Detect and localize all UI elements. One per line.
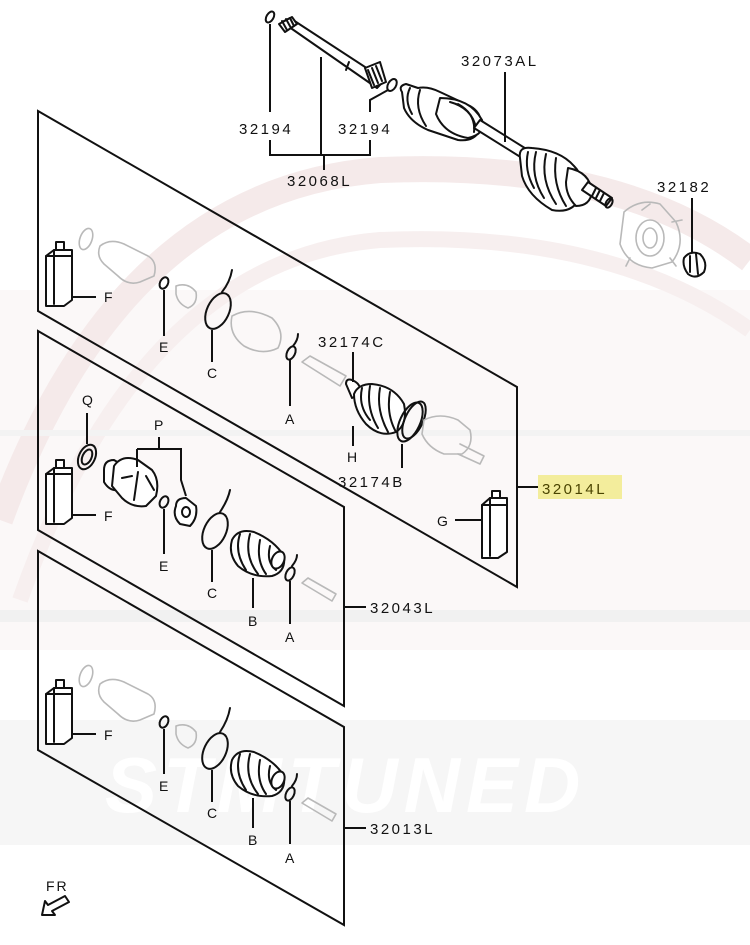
clip-e-panel-3[interactable] [158, 715, 170, 729]
band-c-panel-2[interactable] [197, 489, 233, 553]
label-f-panel-3: F [104, 727, 113, 743]
hub-nut[interactable] [682, 251, 707, 278]
label-e-panel-2: E [159, 558, 168, 574]
snap-ring-right[interactable] [385, 77, 398, 92]
boot-b-panel-2[interactable] [229, 530, 287, 578]
part-number-32194-left[interactable]: 32194 [239, 121, 293, 138]
ghost-inner-joint-panel-3 [78, 664, 198, 749]
panel-1 [37, 109, 518, 589]
label-c-panel-3: C [207, 805, 217, 821]
part-number-32194-right[interactable]: 32194 [338, 121, 392, 138]
boot-b-panel-3[interactable] [229, 750, 287, 798]
tripod-housing-p[interactable] [103, 457, 159, 508]
part-number-32174B[interactable]: 32174B [338, 474, 405, 491]
label-g-panel-1: G [437, 513, 448, 529]
ghost-outer-joint-panel-1 [421, 415, 485, 465]
band-c-panel-1[interactable] [200, 269, 236, 333]
wheel-hub-reference [619, 201, 683, 269]
label-b-panel-3: B [248, 832, 257, 848]
grease-bottle-f-panel-3[interactable] [45, 679, 73, 745]
band-a-panel-2[interactable] [283, 554, 298, 582]
label-a-panel-1: A [285, 411, 295, 427]
label-b-panel-2: B [248, 613, 257, 629]
boot-h-panel-1[interactable] [345, 378, 406, 435]
label-q-panel-2: Q [82, 392, 93, 408]
front-direction-label: FR [46, 878, 69, 894]
inner-shaft[interactable] [278, 16, 387, 89]
label-a-panel-3: A [285, 850, 295, 866]
label-c-panel-2: C [207, 585, 217, 601]
ghost-shaft-panel-2 [301, 577, 337, 602]
band-32174B[interactable] [392, 398, 431, 445]
part-number-32068L[interactable]: 32068L [287, 173, 352, 190]
highlight-32014L [538, 475, 622, 499]
band-a-panel-3[interactable] [283, 773, 298, 802]
grease-bottle-g[interactable] [481, 490, 508, 559]
grease-bottle-f-panel-2[interactable] [45, 459, 73, 525]
ghost-shaft-panel-3 [301, 797, 337, 822]
panel-2 [37, 329, 345, 708]
band-a-panel-1[interactable] [284, 333, 299, 361]
drive-shaft-assembly[interactable] [399, 83, 614, 212]
label-h-panel-1: H [347, 449, 357, 465]
clip-e-panel-1[interactable] [158, 276, 170, 290]
part-number-32014L[interactable]: 32014L [542, 481, 607, 498]
label-f-panel-2: F [104, 508, 113, 524]
part-number-32174C[interactable]: 32174C [318, 334, 386, 351]
ghost-inner-joint-panel-1 [78, 227, 347, 387]
label-f-panel-1: F [104, 289, 113, 305]
label-p-panel-2: P [154, 417, 163, 433]
label-e-panel-3: E [159, 778, 168, 794]
band-c-panel-3[interactable] [197, 707, 233, 773]
label-a-panel-2: A [285, 629, 295, 645]
part-number-32073AL[interactable]: 32073AL [461, 53, 539, 70]
snap-ring-left[interactable] [264, 10, 276, 24]
part-number-32043L[interactable]: 32043L [370, 600, 435, 617]
clip-e-panel-2[interactable] [158, 495, 170, 509]
label-c-panel-1: C [207, 365, 217, 381]
part-number-32182[interactable]: 32182 [657, 179, 711, 196]
panel-3 [37, 549, 345, 927]
spider-p[interactable] [173, 497, 198, 527]
grease-bottle-f[interactable] [45, 241, 73, 307]
label-e-panel-1: E [159, 339, 168, 355]
seal-q[interactable] [74, 442, 99, 472]
part-number-32013L[interactable]: 32013L [370, 821, 435, 838]
front-direction-arrow-icon [41, 895, 70, 916]
